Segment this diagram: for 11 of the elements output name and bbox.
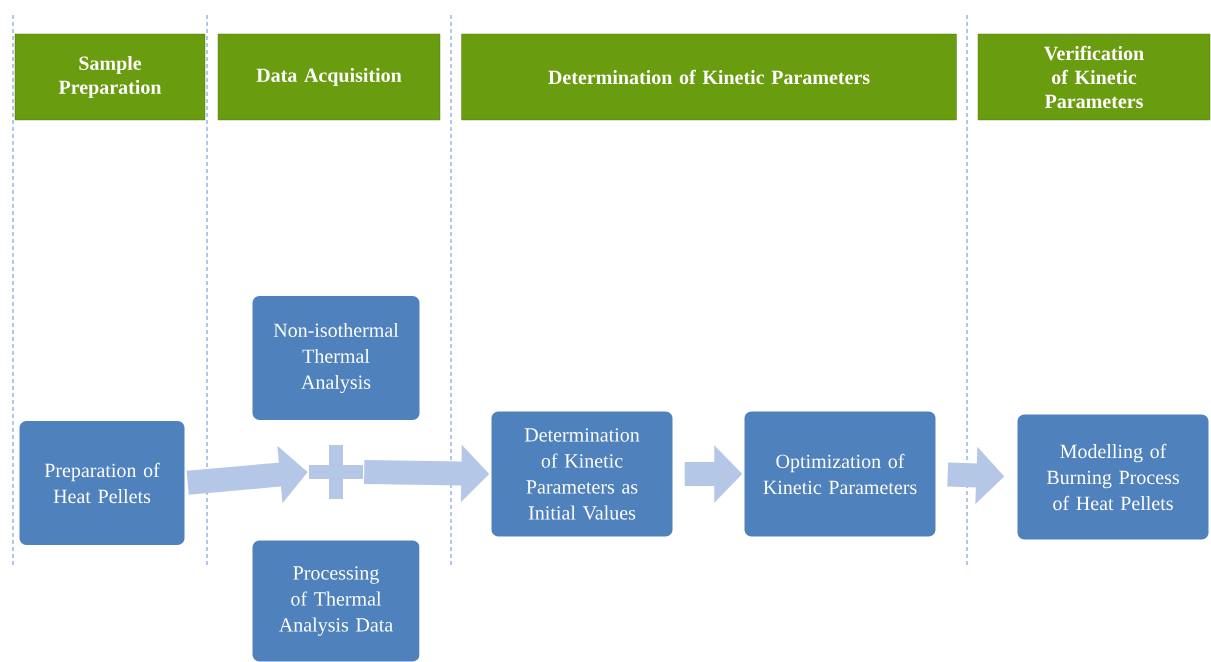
phase-header: Determination of Kinetic Parameters bbox=[461, 33, 957, 121]
phase-header: Data Acquisition bbox=[217, 33, 441, 121]
phase-header: Sample Preparation bbox=[14, 33, 206, 121]
process-box: Processing of Thermal Analysis Data bbox=[252, 540, 420, 662]
process-box: Modelling of Burning Process of Heat Pellets bbox=[1017, 414, 1209, 540]
plus-sign bbox=[309, 445, 363, 499]
process-box: Preparation of Heat Pellets bbox=[19, 421, 185, 545]
process-box: Determination of Kinetic Parameters as Initial Values bbox=[491, 411, 673, 537]
process-box: Optimization of Kinetic Parameters bbox=[744, 411, 936, 537]
phase-header: Verification of Kinetic Parameters bbox=[977, 33, 1211, 121]
process-box: Non-isothermal Thermal Analysis bbox=[252, 296, 420, 420]
